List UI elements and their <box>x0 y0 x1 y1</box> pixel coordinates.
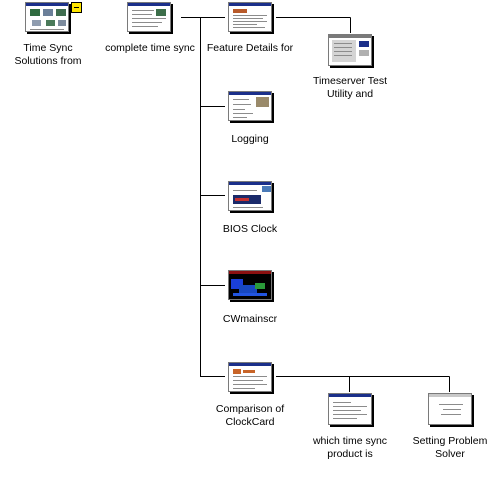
page-thumbnail[interactable] <box>228 362 272 392</box>
node-label-line: Solutions from <box>14 55 82 67</box>
page-thumbnail[interactable] <box>328 393 372 425</box>
node-label-line: Setting Problem <box>412 435 488 447</box>
node-label[interactable]: which time sync product is <box>300 435 400 461</box>
node-label-line: Utility and <box>326 88 374 100</box>
node-label-line: product is <box>327 448 373 460</box>
node-label-line: BIOS Clock <box>222 223 278 235</box>
node-label-line: ClockCard <box>225 416 275 428</box>
node-label[interactable]: BIOS Clock <box>200 223 300 236</box>
node-label-line: Logging <box>231 133 269 145</box>
node-label[interactable]: CWmainscr <box>200 313 300 326</box>
node-label[interactable]: complete time sync <box>100 42 200 55</box>
page-thumbnail[interactable] <box>228 270 272 300</box>
collapse-button[interactable] <box>71 2 82 13</box>
node-label-line: Comparison of <box>215 403 285 415</box>
node-label[interactable]: Logging <box>200 133 300 146</box>
page-thumbnail[interactable] <box>328 34 372 66</box>
node-label[interactable]: Feature Details for <box>200 42 300 55</box>
node-label-line: which time sync <box>312 435 388 447</box>
page-thumbnail[interactable] <box>228 181 272 211</box>
page-thumbnail[interactable] <box>228 2 272 32</box>
node-label[interactable]: Setting Problem Solver <box>400 435 500 461</box>
node-label-line: Time Sync <box>23 42 73 54</box>
page-thumbnail[interactable] <box>127 2 171 32</box>
page-thumbnail[interactable] <box>25 2 69 32</box>
node-label-line: complete time sync <box>105 42 195 54</box>
minus-icon <box>74 7 79 8</box>
node-label-line: Solver <box>435 448 465 460</box>
page-thumbnail[interactable] <box>228 91 272 121</box>
page-thumbnail[interactable] <box>428 393 472 425</box>
node-label[interactable]: Timeserver Test Utility and <box>300 75 400 101</box>
node-label[interactable]: Comparison of ClockCard <box>200 403 300 429</box>
node-label-line: Feature Details for <box>206 42 294 54</box>
node-label-line: Timeserver Test <box>312 75 388 87</box>
node-label-line: CWmainscr <box>222 313 278 325</box>
node-label[interactable]: Time Sync Solutions from <box>0 42 96 68</box>
